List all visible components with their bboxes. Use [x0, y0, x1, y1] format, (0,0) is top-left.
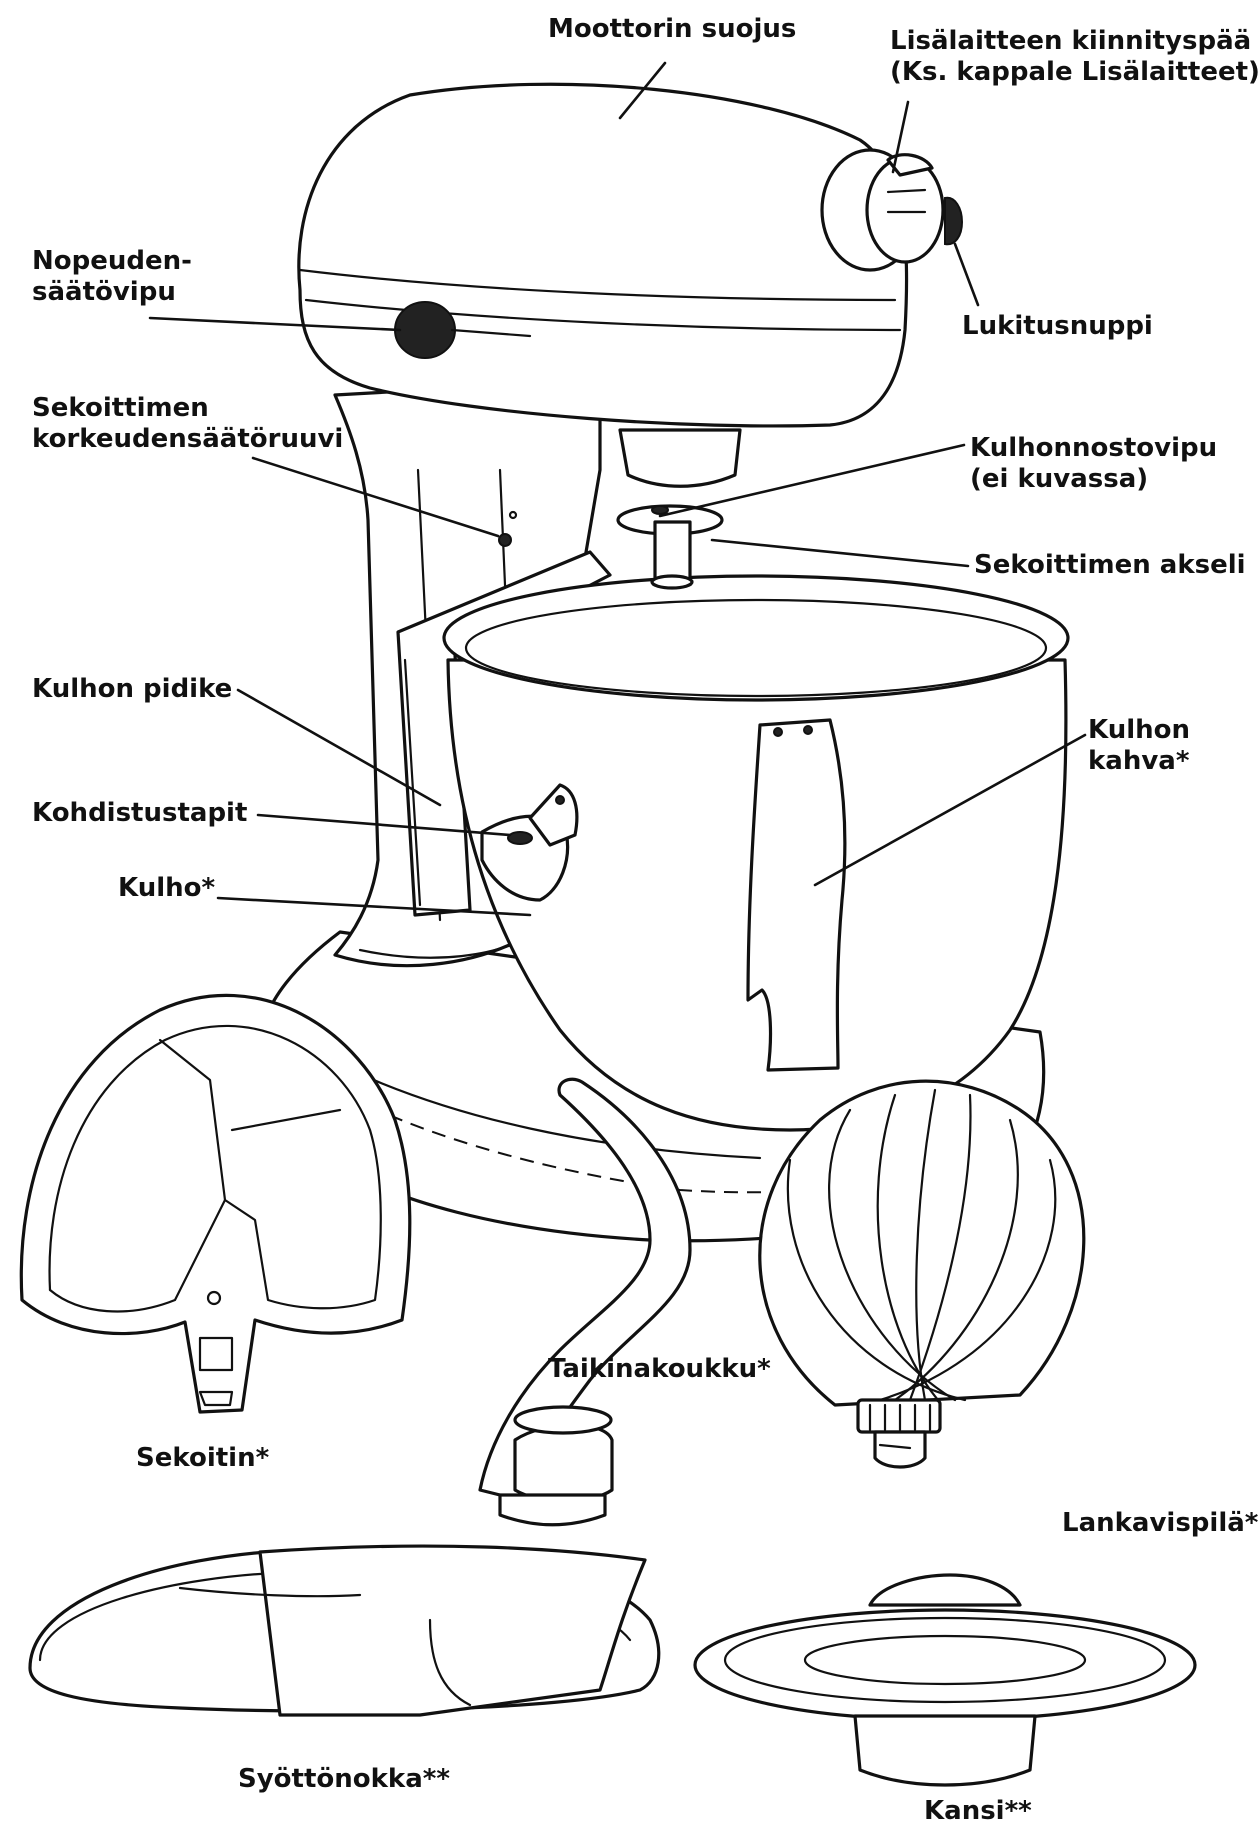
label-attachment-hub: Lisälaitteen kiinnityspää (Ks. kappale L…	[890, 26, 1260, 88]
dough-hook	[478, 1077, 692, 1527]
label-text: (ei kuvassa)	[970, 464, 1149, 494]
label-lid: Kansi**	[924, 1796, 1032, 1827]
label-text: Syöttönokka**	[238, 1764, 450, 1794]
label-text: Nopeuden-	[32, 246, 192, 276]
beater-shaft	[498, 428, 742, 590]
label-text: Kulhon pidike	[32, 674, 233, 704]
label-text: Kulhonnostovipu	[970, 433, 1218, 463]
motor-head	[297, 82, 964, 428]
label-text: Kohdistustapit	[32, 798, 248, 828]
label-beater-shaft: Sekoittimen akseli	[974, 550, 1246, 581]
label-dough-hook: Taikinakoukku*	[548, 1354, 771, 1385]
label-text: Lukitusnuppi	[962, 311, 1153, 341]
label-text: Sekoitin*	[136, 1443, 270, 1473]
label-text: Taikinakoukku*	[548, 1354, 771, 1384]
label-motor-cover: Moottorin suojus	[548, 14, 796, 45]
label-speed-control-lever: Nopeuden- säätövipu	[32, 246, 192, 308]
label-locking-knob: Lukitusnuppi	[962, 311, 1153, 342]
label-text: Lisälaitteen kiinnityspää	[890, 26, 1252, 56]
lid	[693, 1573, 1197, 1787]
flat-beater	[19, 993, 412, 1414]
label-text: Sekoittimen akseli	[974, 550, 1246, 580]
label-text: Moottorin suojus	[548, 14, 797, 44]
label-text: Kulhon	[1088, 715, 1190, 745]
label-locating-pins: Kohdistustapit	[32, 798, 247, 829]
label-text: säätövipu	[32, 277, 176, 307]
pouring-shield	[28, 1544, 661, 1717]
label-text: Sekoittimen	[32, 393, 209, 423]
label-text: Lankavispilä*	[1062, 1508, 1259, 1538]
label-text: korkeudensäätöruuvi	[32, 424, 344, 454]
label-text: kahva*	[1088, 746, 1190, 776]
label-bowl-support: Kulhon pidike	[32, 674, 232, 705]
label-bowl-handle: Kulhon kahva*	[1088, 715, 1190, 777]
label-text: Kansi**	[924, 1796, 1032, 1826]
bowl-handle	[746, 718, 847, 1072]
label-flat-beater: Sekoitin*	[136, 1443, 269, 1474]
label-beater-height-screw: Sekoittimen korkeudensäätöruuvi	[32, 393, 343, 455]
label-bowl: Kulho*	[118, 873, 215, 904]
bowl-support	[480, 783, 579, 902]
label-bowl-lift-lever: Kulhonnostovipu (ei kuvassa)	[970, 433, 1217, 495]
label-text: (Ks. kappale Lisälaitteet)	[890, 57, 1260, 87]
leader-lines	[148, 61, 1087, 917]
wire-whip	[758, 1079, 1086, 1469]
label-wire-whip: Lankavispilä*	[1062, 1508, 1258, 1539]
label-text: Kulho*	[118, 873, 216, 903]
label-pouring-shield: Syöttönokka**	[238, 1764, 450, 1795]
